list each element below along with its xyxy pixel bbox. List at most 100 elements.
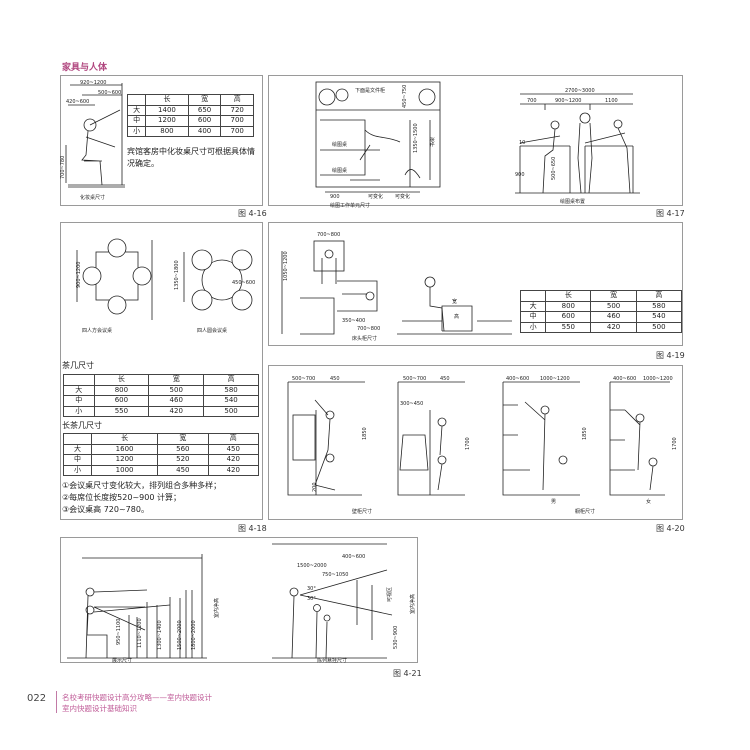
table-cell: 小 (126, 125, 147, 137)
drawing-label: 床头柜尺寸 (352, 335, 377, 342)
dim-label: 1850 (582, 427, 588, 440)
dim-label: 1500~2000 (297, 563, 327, 569)
dim-label: 可视区 (386, 587, 393, 602)
table-cell: 高 (207, 433, 260, 445)
dim-label: 1000~1200 (540, 376, 570, 382)
dim-label: 室内净高 (213, 598, 220, 618)
table-cell: 长 (93, 374, 150, 386)
wardrobe-2 (397, 381, 465, 496)
table-cell: 中 (62, 454, 93, 466)
dim-label: 700 (527, 98, 537, 104)
table-cell (519, 290, 547, 302)
dim-label: 1850 (362, 427, 368, 440)
coffee-table-title: 茶几尺寸 (62, 361, 94, 370)
table-cell: 高 (203, 374, 259, 386)
table-cell: 500 (635, 321, 683, 333)
page-number: 022 (27, 693, 47, 704)
dim-label: 750~1050 (322, 572, 348, 578)
table-cell: 长 (91, 433, 159, 445)
table-cell: 大 (63, 384, 95, 396)
table-cell: 460 (590, 311, 637, 323)
dim-label: 室内净高 (409, 594, 416, 614)
table-cell: 420 (207, 464, 260, 476)
section-title: 家具与人体 (62, 63, 108, 73)
long-coffee-table-title: 长茶几尺寸 (62, 421, 102, 430)
table-cell: 420 (590, 321, 637, 333)
drawing-label: 绘图桌 (332, 167, 347, 174)
display-sightline-drawing: 950~1100 1110~1200 1300~1400 1500~2000 1… (67, 543, 416, 664)
dim-label: 30° (307, 596, 316, 602)
dim-label: 1800~2000 (191, 620, 197, 650)
table-cell: 长 (545, 290, 592, 302)
table-cell: 小 (519, 321, 547, 333)
table-cell: 宽 (187, 94, 222, 106)
dim-label: 400~600 (613, 376, 636, 382)
table-cell: 宽 (157, 433, 209, 445)
table-cell: 500 (203, 405, 259, 417)
dim-label: 900 (330, 194, 340, 200)
chapter-title: 室内快题设计基础知识 (62, 704, 137, 713)
dim-label: 可变化 (368, 193, 383, 200)
dim-label: 1700 (672, 437, 678, 450)
dim-label: 书架 (429, 137, 436, 147)
dim-label: 450 (440, 376, 450, 382)
drawing-label: 四人方会议桌 (82, 327, 112, 334)
table-cell: 小 (63, 405, 95, 417)
note-line: ②每席位长度按520~900 计算； (62, 493, 181, 502)
dim-label: 1000~1200 (643, 376, 673, 382)
dim-label: 1350~1500 (413, 123, 419, 153)
dim-label: 1100 (605, 98, 618, 104)
table-cell: 宽 (148, 374, 205, 386)
dim-label: 500~700 (292, 376, 315, 382)
dim-label: 1350~1800 (174, 260, 180, 290)
dim-label: 10 (519, 140, 525, 146)
dim-label: 700~780 (60, 156, 66, 179)
table-cell: 550 (545, 321, 592, 333)
table-cell: 1200 (145, 115, 189, 127)
dim-label: 1500~2000 (177, 620, 183, 650)
table-cell (126, 94, 147, 106)
drawing-label: 四人圆会议桌 (197, 327, 227, 334)
table-cell: 600 (187, 115, 222, 127)
table-cell: 500 (590, 300, 637, 312)
table-cell: 1200 (91, 454, 159, 466)
table-cell: 700 (220, 115, 254, 127)
table-cell: 720 (220, 104, 254, 116)
table-cell: 420 (207, 454, 260, 466)
table-cell: 520 (157, 454, 209, 466)
table-cell: 600 (93, 395, 150, 407)
table-cell: 400 (187, 125, 222, 137)
drawing-label: 绘图桌 (332, 141, 347, 148)
table-cell: 大 (126, 104, 147, 116)
figure-4-17-panel (268, 75, 683, 206)
table-cell: 宽 (590, 290, 637, 302)
table-cell: 460 (148, 395, 205, 407)
meeting-table-notes: ①会议桌尺寸变化较大，排列组合多种多样； ②每席位长度按520~900 计算； … (62, 480, 221, 516)
table-cell: 长 (145, 94, 189, 106)
table-cell: 1000 (91, 464, 159, 476)
figure-caption: 图 4-16 (238, 209, 267, 218)
dim-label: 400~600 (342, 554, 365, 560)
figure-caption: 图 4-21 (393, 669, 422, 678)
dim-label: 1050~1200 (283, 251, 289, 281)
dim-label: 300~450 (400, 401, 423, 407)
table-cell: 600 (545, 311, 592, 323)
drawing-label: 壁柜尺寸 (352, 508, 372, 515)
dim-label: 宽 (452, 298, 457, 305)
cabinet-female (609, 381, 670, 496)
table-cell: 500 (148, 384, 205, 396)
footer-divider (56, 691, 57, 713)
nightstand-drawing: 700~800 1050~1200 350~400 700~800 宽 高 床头… (281, 232, 512, 342)
table-cell: 大 (519, 300, 547, 312)
dim-label: 450~600 (232, 280, 255, 286)
dim-label: 下面是文件柜 (355, 87, 385, 94)
table-cell: 1400 (145, 104, 189, 116)
table-cell: 700 (220, 125, 254, 137)
book-title: 名校考研快题设计高分攻略——室内快题设计 (62, 693, 212, 702)
dim-label: 200 (312, 482, 318, 492)
table-cell: 450 (207, 443, 260, 455)
note-line: ①会议桌尺寸变化较大，排列组合多种多样； (62, 481, 222, 490)
table-cell: 540 (203, 395, 259, 407)
drafting-unit-plan-drawing: 下面是文件柜 450~750 1350~1500 书架 绘图桌 绘图桌 900 … (315, 81, 441, 209)
